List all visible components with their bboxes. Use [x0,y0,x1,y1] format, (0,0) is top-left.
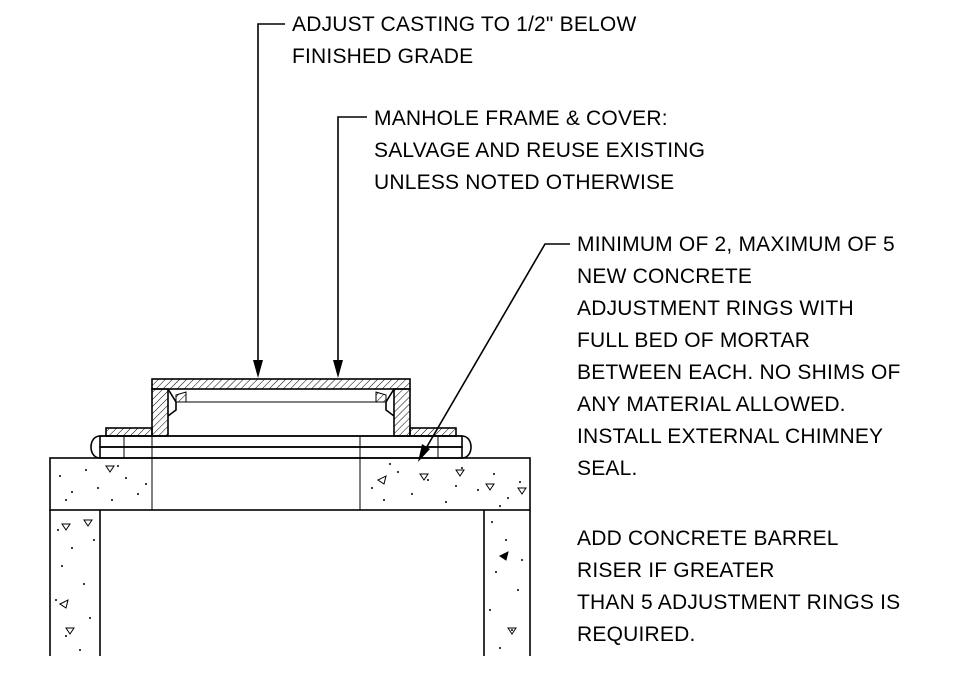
note-rings-line-8: SEAL. [577,457,638,480]
note-rings-line-6: ANY MATERIAL ALLOWED. [577,393,846,416]
manhole-frame-cover [100,378,462,437]
manhole-wall-left [49,510,101,656]
note-frame-line-1: MANHOLE FRAME & COVER: [374,107,668,130]
frame-left-wall [151,388,169,437]
leader-frame-cover [333,116,367,378]
chimney-seal-right [461,435,472,459]
frame-left-flange [105,427,153,437]
manhole-wall-right [483,510,531,656]
leader-frame-arrowhead [333,360,343,378]
adjustment-ring-1 [99,435,463,448]
note-riser-line-3: THAN 5 ADJUSTMENT RINGS IS [577,591,900,614]
note-casting-line-2: FINISHED GRADE [292,45,473,68]
cover-top [151,378,411,390]
note-riser-line-4: REQUIRED. [577,623,695,646]
note-barrel-riser: ADD CONCRETE BARREL RISER IF GREATER THA… [577,527,900,646]
note-casting: ADJUST CASTING TO 1/2" BELOW FINISHED GR… [292,13,636,68]
note-riser-line-1: ADD CONCRETE BARREL [577,527,839,550]
frame-right-flange [409,427,457,437]
concrete-top-slab [49,436,531,511]
chimney-seal-left [90,435,101,459]
note-rings-line-2: NEW CONCRETE [577,265,752,288]
note-rings-line-4: FULL BED OF MORTAR [577,329,810,352]
note-frame-line-3: UNLESS NOTED OTHERWISE [374,171,674,194]
note-adjustment-rings: MINIMUM OF 2, MAXIMUM OF 5 NEW CONCRETE … [577,233,901,480]
leader-casting [253,23,285,378]
note-rings-line-5: BETWEEN EACH. NO SHIMS OF [577,361,901,384]
note-rings-line-3: ADJUSTMENT RINGS WITH [577,297,854,320]
note-rings-line-1: MINIMUM OF 2, MAXIMUM OF 5 [577,233,895,256]
adjustment-rings [90,435,472,459]
note-riser-line-2: RISER IF GREATER [577,559,775,582]
leader-casting-arrowhead [253,360,263,378]
frame-right-wall [393,388,411,437]
note-casting-line-1: ADJUST CASTING TO 1/2" BELOW [292,13,636,36]
note-frame-line-2: SALVAGE AND REUSE EXISTING [374,139,705,162]
adjustment-ring-2 [99,446,463,459]
note-frame-cover: MANHOLE FRAME & COVER: SALVAGE AND REUSE… [374,107,705,194]
note-rings-line-7: INSTALL EXTERNAL CHIMNEY [577,425,883,448]
